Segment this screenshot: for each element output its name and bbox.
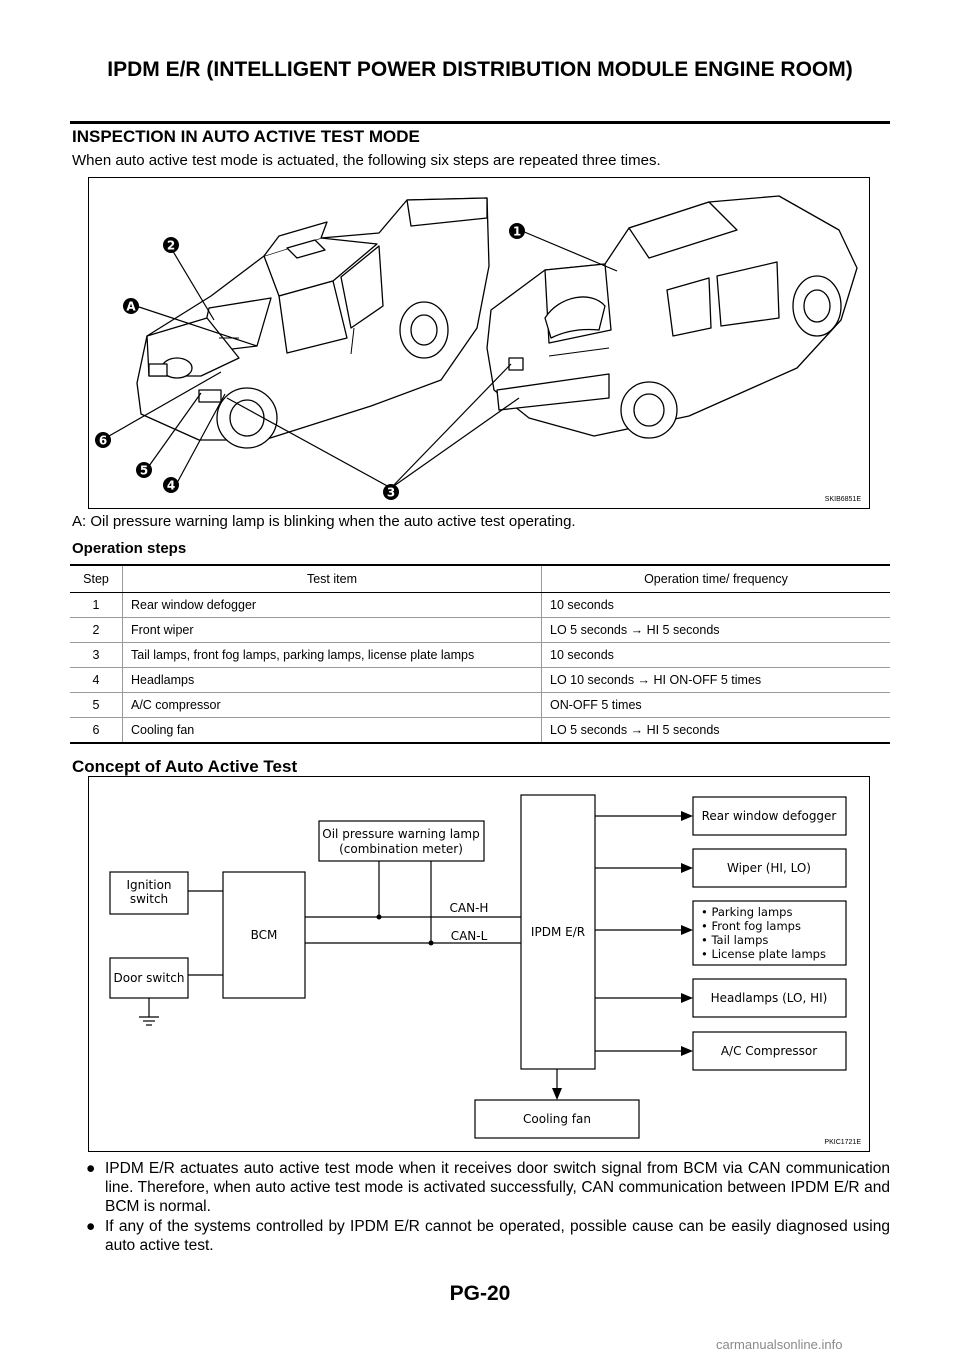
bcm-box [222,871,306,999]
test-item: A/C compressor [122,692,542,718]
header-step: Step [70,564,123,593]
operation-time: 10 seconds [541,592,890,618]
vehicle-illustration-figure: 1 2 3 4 5 6 A SKIB6851E [88,177,870,509]
cooling-fan-box [474,1099,640,1139]
operation-time: LO 10 seconds → HI ON-OFF 5 times [541,667,890,693]
callout-5-label: 5 [140,464,148,478]
bullet-glyph: ● [86,1218,96,1235]
header-operation-time: Operation time/ frequency [541,564,890,593]
oil-pressure-lamp-box [318,820,485,862]
ignition-switch-box [109,871,189,915]
wiper-box [692,848,847,888]
callout-6: 6 [95,432,111,448]
rear-defogger-label: Rear window defogger [702,809,837,823]
callout-4: 4 [163,477,179,493]
operation-steps-title: Operation steps [72,540,187,557]
step-number: 4 [70,667,123,693]
door-switch-box [109,957,189,999]
table-row: 6 Cooling fan LO 5 seconds → HI 5 second… [70,717,890,744]
oil-lamp-label-line2: (combination meter) [339,842,463,856]
ac-compressor-label: A/C Compressor [721,1044,817,1058]
operation-steps-table: Step Test item Operation time/ frequency… [70,564,890,744]
step-number: 3 [70,642,123,668]
can-l-label: CAN-L [451,929,488,943]
test-item: Cooling fan [122,717,542,744]
cooling-fan-label: Cooling fan [523,1112,591,1126]
operation-time: LO 5 seconds → HI 5 seconds [541,617,890,643]
step-number: 6 [70,717,123,744]
callout-2-label: 2 [167,239,175,253]
auto-active-test-diagram: Ignition switch Door switch BCM Oil pres… [109,794,847,1139]
bullet-glyph: ● [86,1160,96,1177]
watermark: carmanualsonline.info [716,1337,843,1352]
callout-a-label: A [126,300,136,314]
callout-2: 2 [163,237,179,253]
operation-time: 10 seconds [541,642,890,668]
ignition-label-line1: Ignition [126,878,171,892]
header-rule [70,121,890,124]
section-title: INSPECTION IN AUTO ACTIVE TEST MODE [72,127,420,146]
figure-id-skib6851e: SKIB6851E [824,496,861,503]
step-number: 5 [70,692,123,718]
callout-1: 1 [509,223,525,239]
wiper-label: Wiper (HI, LO) [727,861,811,875]
callout-3: 3 [383,484,399,500]
callout-1-label: 1 [513,225,521,239]
ac-compressor-box [692,1031,847,1071]
ipdm-er-box [520,794,596,1070]
callout-4-label: 4 [167,479,175,493]
oil-lamp-label-line1: Oil pressure warning lamp [322,827,479,841]
callout-6-label: 6 [99,434,107,448]
step-number: 1 [70,592,123,618]
page-number: PG-20 [449,1282,511,1305]
vehicle-illustration: 1 2 3 4 5 6 A [95,195,858,500]
table-row: 3 Tail lamps, front fog lamps, parking l… [70,642,890,668]
ipdm-er-label: IPDM E/R [531,925,585,939]
table-header-row: Step Test item Operation time/ frequency [70,564,890,593]
callout-3-label: 3 [387,486,395,500]
concept-title: Concept of Auto Active Test [72,757,298,776]
operation-time: LO 5 seconds → HI 5 seconds [541,717,890,744]
table-row: 5 A/C compressor ON-OFF 5 times [70,692,890,718]
lamps-item-front-fog: • Front fog lamps [701,919,801,933]
test-item: Rear window defogger [122,592,542,618]
page-header-title: IPDM E/R (INTELLIGENT POWER DISTRIBUTION… [107,58,853,81]
callout-5: 5 [136,462,152,478]
intro-paragraph: When auto active test mode is actuated, … [72,152,661,169]
header-test-item: Test item [122,564,542,593]
callout-a: A [123,298,139,314]
bullet-item: ● If any of the systems controlled by IP… [86,1217,890,1255]
operation-time: ON-OFF 5 times [541,692,890,718]
table-row: 2 Front wiper LO 5 seconds → HI 5 second… [70,617,890,643]
step-number: 2 [70,617,123,643]
bullet-text: IPDM E/R actuates auto active test mode … [105,1160,890,1215]
test-item: Front wiper [122,617,542,643]
auto-active-test-diagram-figure: Ignition switch Door switch BCM Oil pres… [88,776,870,1152]
lamps-item-tail: • Tail lamps [701,933,768,947]
rear-defogger-box [692,796,847,836]
lamps-item-parking: • Parking lamps [701,905,792,919]
bcm-label: BCM [251,928,278,942]
figure-caption: A: Oil pressure warning lamp is blinking… [72,513,576,530]
lamps-box [692,900,847,966]
table-row: 1 Rear window defogger 10 seconds [70,592,890,618]
headlamps-box [692,978,847,1018]
figure-id-pkic1721e: PKIC1721E [824,1139,861,1146]
ignition-label-line2: switch [130,892,168,906]
bullet-item: ● IPDM E/R actuates auto active test mod… [86,1159,890,1216]
bullet-text: If any of the systems controlled by IPDM… [105,1218,890,1254]
can-h-label: CAN-H [450,901,489,915]
door-switch-label: Door switch [114,971,185,985]
test-item: Tail lamps, front fog lamps, parking lam… [122,642,542,668]
lamps-item-license: • License plate lamps [701,947,826,961]
test-item: Headlamps [122,667,542,693]
headlamps-label: Headlamps (LO, HI) [711,991,828,1005]
table-row: 4 Headlamps LO 10 seconds → HI ON-OFF 5 … [70,667,890,693]
